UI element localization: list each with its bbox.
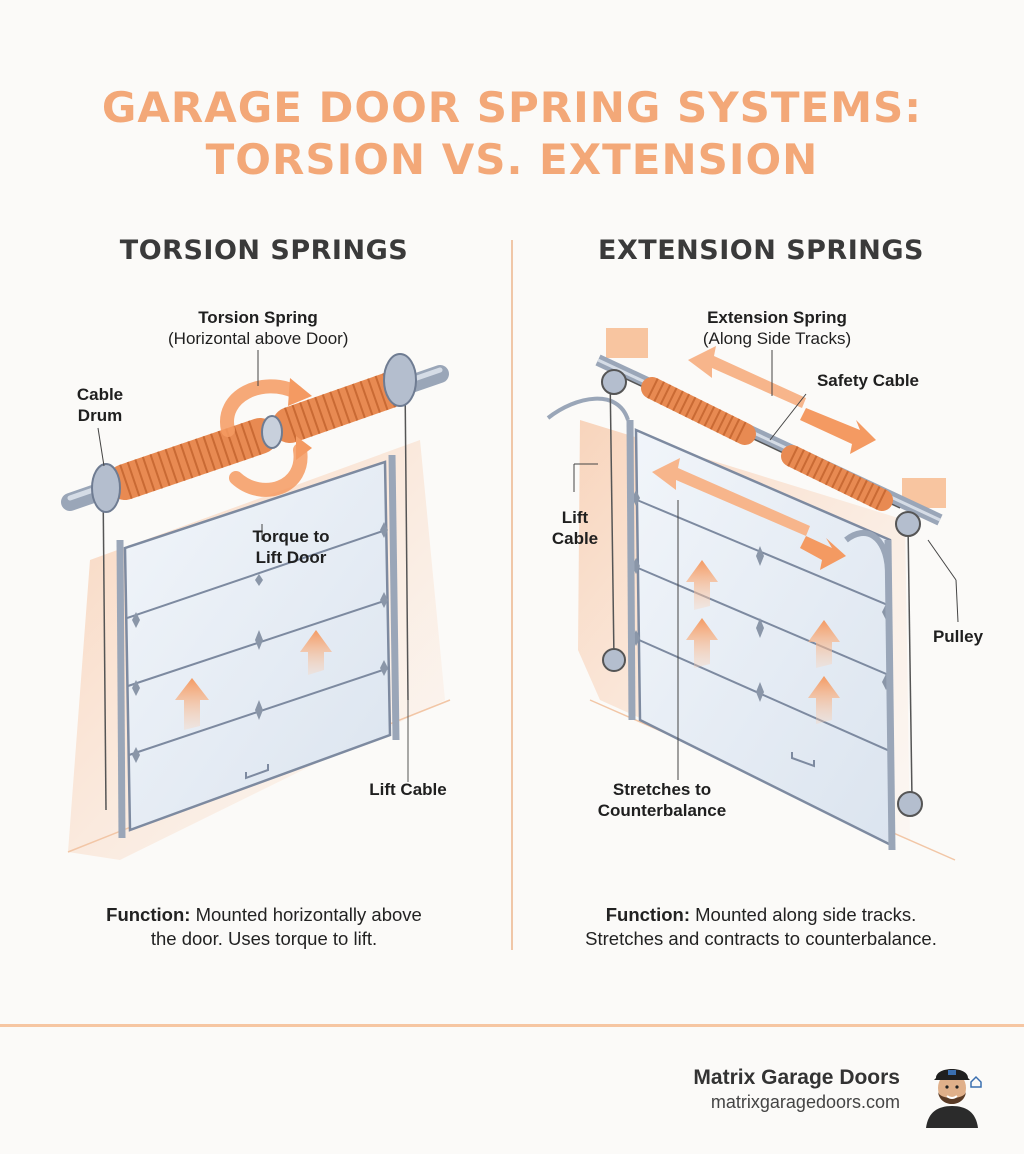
torsion-cable-left: [102, 479, 107, 811]
torsion-function-line2: the door. Uses torque to lift.: [150, 928, 378, 949]
extension-up-arrow: [686, 618, 718, 668]
torque-label-line1: Torque to: [252, 527, 330, 546]
extension-up-arrow: [808, 676, 840, 724]
torsion-function: Function: Mounted horizontally above the…: [8, 903, 520, 951]
torsion-spring-label-text: Torsion Spring: [198, 308, 318, 327]
extension-lift-cable-label-line2: Cable: [551, 529, 599, 548]
extension-stretch-arrow: [652, 458, 810, 536]
torque-label-line2: Lift Door: [255, 548, 327, 567]
extension-spring-arrowhead: [800, 408, 876, 454]
extension-spring-label-text: Extension Spring: [707, 308, 847, 327]
extension-right-track: [884, 539, 896, 851]
torsion-cable-drum-right: [383, 353, 417, 407]
brand-name: Matrix Garage Doors: [693, 1066, 900, 1089]
torsion-diagram: [61, 350, 451, 860]
torsion-door-handle: [245, 764, 269, 780]
pulley-label: Pulley: [932, 627, 984, 646]
torsion-hinges: [132, 522, 388, 763]
lift-cable-label: Lift Cable: [369, 780, 447, 799]
cable-drum-leader: [97, 427, 105, 467]
torsion-door-seam: [126, 529, 387, 619]
extension-spring-1: [641, 377, 756, 445]
extension-lift-cable-right: [907, 523, 913, 801]
torsion-rotation-arrowhead: [288, 378, 312, 406]
pulley-top-right: [895, 511, 921, 537]
pulley-leader-d: [927, 539, 957, 581]
main-title-line1: GARAGE DOOR SPRING SYSTEMS:: [101, 83, 923, 132]
main-title-line2: TORSION VS. EXTENSION: [205, 135, 819, 184]
column-divider: [511, 240, 513, 950]
stretch-label-line1: Stretches to: [612, 780, 712, 799]
avatar: [926, 1069, 982, 1128]
brand-block: Matrix Garage Doors matrixgaragedoors.co…: [693, 1066, 900, 1113]
torsion-spring-left: [107, 418, 278, 500]
extension-function-line1: Mounted along side tracks.: [695, 904, 917, 925]
safety-cable-label: Safety Cable: [816, 371, 920, 390]
pulley-top-left: [601, 369, 627, 395]
brand-url[interactable]: matrixgaragedoors.com: [710, 1092, 900, 1112]
torsion-function-label: Function:: [106, 904, 191, 925]
torsion-rotation-arrow: [229, 443, 308, 497]
torsion-left-track: [116, 539, 126, 839]
torsion-heading: TORSION SPRINGS: [119, 235, 409, 266]
extension-door-handle: [791, 752, 815, 768]
extension-up-arrow: [808, 620, 840, 668]
extension-up-arrow: [686, 560, 718, 610]
extension-lift-cable-left: [609, 371, 615, 661]
torsion-cable-drum-left: [91, 463, 121, 513]
extension-overhead-cable: [546, 396, 630, 421]
pulley-leader-v: [955, 579, 959, 623]
torsion-function-line1: Mounted horizontally above: [195, 904, 422, 925]
torque-label: Torque to Lift Door: [236, 526, 346, 568]
torsion-up-arrow: [175, 678, 209, 730]
extension-spring-sublabel: (Along Side Tracks): [702, 329, 852, 348]
torsion-center-bearing: [261, 415, 283, 449]
torsion-up-arrow: [300, 630, 332, 675]
safety-cable-leader: [769, 393, 807, 441]
extension-lift-cable-label: Lift Cable: [540, 507, 610, 549]
extension-left-track: [626, 419, 636, 721]
cable-drum-label-line1: Cable: [76, 385, 124, 404]
torsion-rotation-arrow: [220, 379, 303, 437]
torsion-rotation-arrowhead: [296, 436, 312, 460]
torsion-spring-right-coils: [284, 373, 396, 442]
extension-stretch-arrowhead: [800, 536, 846, 570]
cable-drum-label-line2: Drum: [77, 406, 123, 425]
cable-drum-label: Cable Drum: [58, 384, 142, 426]
extension-spring-arrow: [688, 346, 806, 408]
torsion-spring-label: Torsion Spring (Horizontal above Door): [168, 307, 348, 349]
pulley-bottom-left: [602, 648, 626, 672]
extension-function: Function: Mounted along side tracks. Str…: [505, 903, 1017, 951]
torsion-right-track: [388, 454, 400, 741]
pulley-bottom-right: [897, 791, 923, 817]
extension-door-seam: [636, 499, 891, 607]
extension-door-seam: [638, 639, 893, 753]
torsion-spring-sublabel: (Horizontal above Door): [168, 329, 349, 348]
torsion-cable-right: [404, 377, 409, 701]
main-title: GARAGE DOOR SPRING SYSTEMS: TORSION VS. …: [0, 82, 1024, 186]
spring-diagrams: [61, 328, 959, 861]
extension-door-seam: [637, 567, 892, 677]
stretch-label-line2: Counterbalance: [597, 801, 727, 820]
stretch-label: Stretches to Counterbalance: [582, 779, 742, 821]
extension-function-line2: Stretches and contracts to counterbalanc…: [585, 928, 937, 949]
extension-function-label: Function:: [605, 904, 690, 925]
extension-spring-2-coils: [787, 446, 887, 510]
extension-track-curve: [844, 530, 891, 571]
extension-diagram: [546, 328, 959, 861]
extension-bracket-left: [606, 328, 648, 358]
extension-lift-cable-label-line1: Lift: [561, 508, 589, 527]
extension-spring-label: Extension Spring (Along Side Tracks): [672, 307, 882, 349]
footer-divider: [0, 1024, 1024, 1027]
extension-heading: EXTENSION SPRINGS: [598, 235, 924, 266]
